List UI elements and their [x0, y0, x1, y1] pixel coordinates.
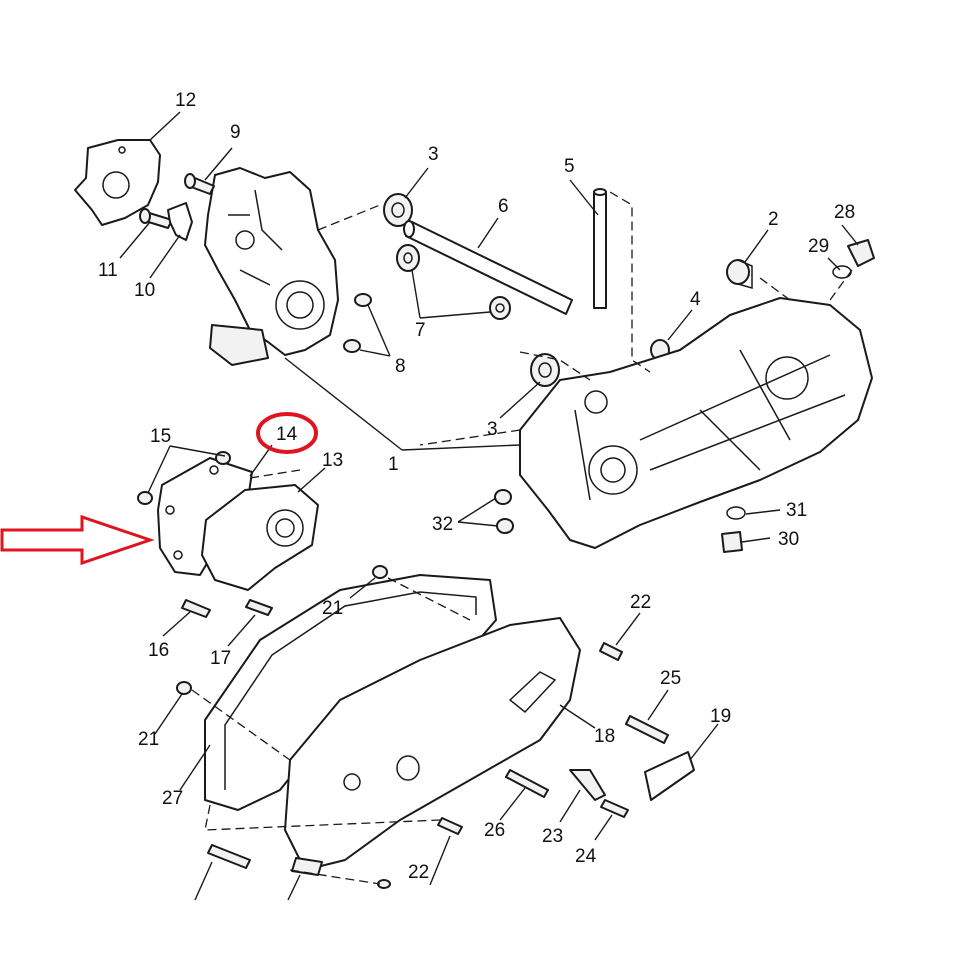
cover-13: [201, 484, 319, 591]
callout-18: 18: [594, 726, 615, 747]
bolt-24: [600, 799, 629, 818]
bolt-17: [245, 599, 273, 616]
callout-7: 7: [415, 320, 426, 341]
callout-25: 25: [660, 668, 681, 689]
callout-3-top: 3: [428, 144, 439, 165]
callout-28: 28: [834, 202, 855, 223]
callout-26: 26: [484, 820, 505, 841]
callout-8: 8: [395, 356, 406, 377]
callout-4: 4: [690, 289, 701, 310]
highlight-circle-14: [256, 412, 318, 454]
bolt-22-upper: [599, 642, 623, 661]
washer-31: [726, 506, 746, 520]
callout-3-bottom: 3: [487, 419, 498, 440]
callout-15: 15: [150, 426, 171, 447]
dowels-15: [137, 451, 231, 505]
callout-21-lower: 21: [138, 729, 159, 750]
dowel-21-upper: [372, 565, 388, 579]
dowel-21-lower: [176, 681, 192, 695]
red-highlight-arrow: [0, 514, 155, 566]
shaft-6: [403, 220, 573, 315]
bolt-9: [184, 173, 215, 195]
cap-28: [847, 239, 875, 267]
right-crankcase-half: [519, 297, 873, 549]
bolt-16: [181, 599, 211, 618]
callout-23: 23: [542, 826, 563, 847]
callout-5: 5: [564, 156, 575, 177]
clip-10: [167, 202, 193, 241]
oil-seal-7a: [396, 244, 420, 272]
callout-17: 17: [210, 648, 231, 669]
bolt-25: [625, 715, 669, 744]
dowel-pins-8: [343, 293, 372, 353]
callout-2: 2: [768, 209, 779, 230]
callout-11: 11: [98, 260, 118, 281]
callout-30: 30: [778, 529, 799, 550]
callout-12: 12: [175, 90, 196, 111]
bracket-23: [569, 769, 606, 801]
callout-29: 29: [808, 236, 829, 257]
leader-lines: [119, 111, 859, 901]
callout-13: 13: [322, 450, 343, 471]
callout-14: 14: [276, 424, 298, 445]
bushing-2: [726, 259, 753, 289]
callout-16: 16: [148, 640, 169, 661]
bolts-32: [494, 489, 514, 534]
callout-10: 10: [134, 280, 155, 301]
callout-21-upper: 21: [322, 598, 343, 619]
oil-seal-7b: [489, 296, 511, 320]
callout-9: 9: [230, 122, 241, 143]
bearing-3-top: [383, 193, 413, 227]
label-plate-19: [644, 751, 695, 801]
callout-19: 19: [710, 706, 731, 727]
callout-labels: 1 2 3 3 4 5 6 7 8 9 10 11 12 13 14 15 16…: [98, 90, 855, 883]
drain-plug-30: [721, 531, 743, 553]
bottom-pins: [207, 844, 391, 889]
callout-32: 32: [432, 514, 453, 535]
pin-5: [593, 188, 607, 309]
assembly-dashed-lines: [191, 191, 853, 885]
bearing-3-bottom: [530, 353, 560, 387]
callout-31: 31: [786, 500, 807, 521]
left-crankcase-half: [204, 167, 339, 366]
callout-24: 24: [575, 846, 597, 867]
callout-22-lower: 22: [408, 862, 429, 883]
bolt-26: [505, 769, 549, 798]
o-ring-29: [832, 265, 852, 279]
gasket-plate-12: [74, 139, 161, 226]
bolt-11: [139, 208, 173, 229]
callout-27: 27: [162, 788, 183, 809]
callout-6: 6: [498, 196, 509, 217]
callout-1: 1: [388, 454, 399, 475]
bolt-22-lower: [437, 817, 463, 835]
callout-22-upper: 22: [630, 592, 651, 613]
